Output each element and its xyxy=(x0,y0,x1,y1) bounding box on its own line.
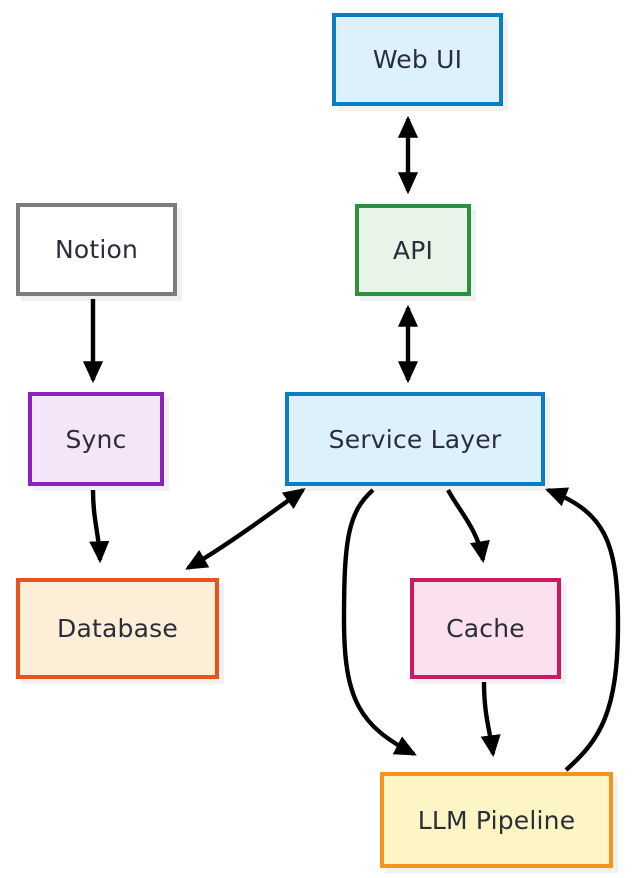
node-database[interactable]: Database xyxy=(16,578,219,679)
node-service-layer[interactable]: Service Layer xyxy=(285,392,545,486)
node-cache[interactable]: Cache xyxy=(410,578,561,679)
node-service-layer-label: Service Layer xyxy=(328,424,502,454)
edge-sync-database xyxy=(89,489,110,564)
node-web-ui[interactable]: Web UI xyxy=(332,13,503,106)
edge-service-cache xyxy=(446,488,490,564)
node-api[interactable]: API xyxy=(355,204,471,296)
edge-service-database xyxy=(185,488,306,570)
edge-llm-service xyxy=(545,487,621,772)
node-web-ui-label: Web UI xyxy=(372,45,463,74)
node-sync[interactable]: Sync xyxy=(28,392,164,486)
edge-cache-llm xyxy=(480,681,501,758)
node-notion[interactable]: Notion xyxy=(16,203,177,296)
edge-service-llm xyxy=(341,488,417,756)
node-cache-label: Cache xyxy=(446,614,525,643)
node-llm-pipeline[interactable]: LLM Pipeline xyxy=(380,772,613,868)
node-sync-label: Sync xyxy=(65,424,127,454)
node-database-label: Database xyxy=(57,614,178,643)
node-notion-label: Notion xyxy=(54,235,139,264)
node-llm-pipeline-label: LLM Pipeline xyxy=(417,805,576,835)
node-api-label: API xyxy=(392,235,434,265)
